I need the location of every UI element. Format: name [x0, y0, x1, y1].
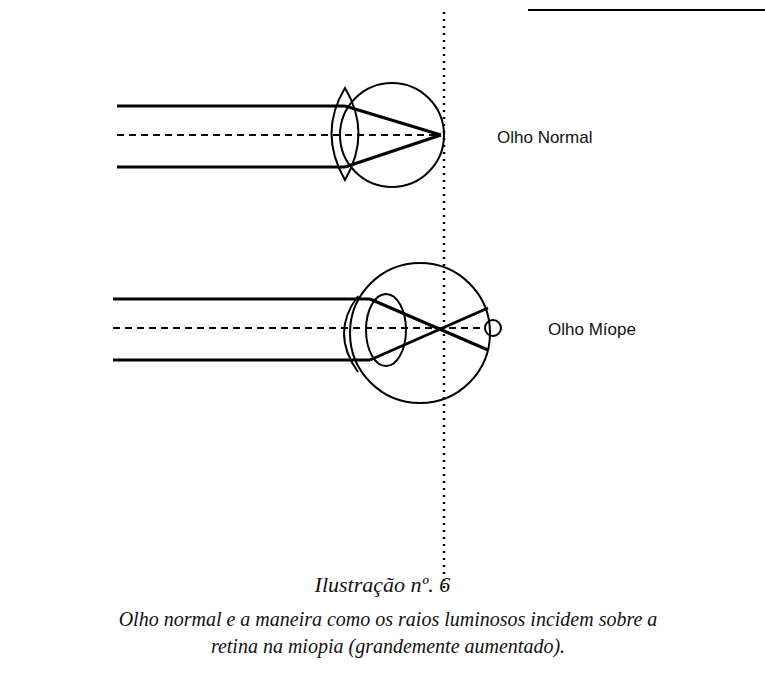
retina-plane	[443, 12, 446, 590]
figure-caption: Olho normal e a maneira como os raios lu…	[98, 606, 678, 660]
eye-label: Olho Míope	[548, 320, 636, 340]
eye-label: Olho Normal	[497, 128, 592, 148]
top-rule	[528, 9, 765, 11]
figure-title: Ilustração nº. 6	[0, 572, 765, 598]
normal-eye	[117, 83, 444, 187]
myopic-eye	[113, 263, 501, 403]
